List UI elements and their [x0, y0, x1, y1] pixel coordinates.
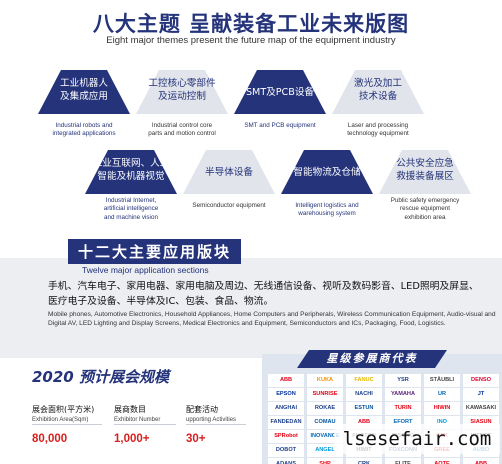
theme-title-en: Industrial Internet,artificial intellige… [103, 197, 159, 221]
exhibitor-logo: ANGHAI [268, 402, 304, 415]
page-subtitle: Eight major themes present the future ma… [106, 35, 396, 46]
exhibitor-logo: CRK [346, 458, 382, 464]
applications-text-cn: 手机、汽车电子、家用电器、家用电脑及周边、无线通信设备、视听及数码影音、LED照… [48, 281, 479, 307]
theme-title-cn: 智能物流及仓储 [293, 167, 361, 178]
exhibitor-logo: DENSO [463, 374, 499, 387]
exhibitor-logo: ABB [463, 458, 499, 464]
exhibitor-logo: EPSON [268, 388, 304, 401]
stat-divider [186, 424, 246, 425]
exhibitor-logo: UR [424, 388, 460, 401]
theme-hexagon-shape [234, 70, 326, 114]
stat-exhibitor-number: 展商数目 Exhibitor Number 1,000+ [114, 404, 204, 445]
theme-title-cn: SMT及PCB设备 [245, 87, 315, 98]
stat-divider [114, 424, 176, 425]
applications-title: 十二大主要应用版块 [68, 239, 242, 264]
theme-hexagon-shape [136, 70, 228, 114]
stat-value: 30+ [186, 433, 206, 445]
exhibitor-logo: KAWASAKI [463, 402, 499, 415]
stat-label-cn: 展商数目 [114, 405, 146, 414]
exhibitor-logo: SHP [307, 458, 343, 464]
theme-title-cn: 公共安全应急救援装备展区 [396, 158, 454, 182]
theme-title-cn: 半导体设备 [205, 167, 253, 178]
theme-title-cn: 工控核心零部件及运动控制 [148, 78, 216, 102]
applications-background [0, 258, 502, 358]
theme-title-cn: 工业互联网、人工智能及机器视觉 [92, 158, 170, 182]
theme-hexagon-shape [332, 70, 424, 114]
theme-card: 工业互联网、人工智能及机器视觉 Industrial Internet,artif… [85, 150, 177, 223]
theme-hexagon-shape [85, 150, 177, 194]
exhibitor-logo: ROKAE [307, 402, 343, 415]
theme-card: 半导体设备 Semiconductor equipment [183, 150, 275, 223]
stat-exhibition-area: 展会面积(平方米) Exhibition Area(Sqm) 80,000 [32, 404, 122, 445]
exhibitor-logo: STÄUBLI [424, 374, 460, 387]
theme-title-cn: 激光及加工技术设备 [354, 78, 402, 102]
stat-divider [32, 424, 102, 425]
exhibitor-logo: KUKA [307, 374, 343, 387]
exhibitor-logo: ESTUN [346, 402, 382, 415]
stat-label-en: Exhibition Area(Sqm) [32, 417, 89, 423]
theme-title-en: SMT and PCB equipment [244, 122, 316, 129]
exhibitor-logo: YAMAHA [385, 388, 421, 401]
stat-label-cn: 展会面积(平方米) [32, 405, 95, 414]
exhibitor-logo: NACHI [346, 388, 382, 401]
theme-hexagon-shape [183, 150, 275, 194]
exhibitor-logo: SUNRISE [307, 388, 343, 401]
exhibitor-logo: AOTE [424, 458, 460, 464]
exhibitor-logo: HIWIN [424, 402, 460, 415]
exhibitor-logo: YSR [385, 374, 421, 387]
theme-hexagon-shape [379, 150, 471, 194]
stat-label-en: Exhibitor Number [114, 417, 161, 423]
theme-card: SMT及PCB设备 SMT and PCB equipment [234, 70, 326, 143]
stat-value: 1,000+ [114, 433, 150, 445]
exhibitor-logo: DOBOT [268, 444, 304, 457]
stat-supporting-activities: 配套活动 upporting Activities 30+ [186, 404, 276, 445]
theme-hexagon-shape [281, 150, 373, 194]
exhibitor-logo: TURIN [385, 402, 421, 415]
scale-title: 2020 预计展会规模 [32, 368, 169, 386]
exhibitor-logo: FANDEDAN [268, 416, 304, 429]
theme-title-cn: 工业机器人及集成应用 [60, 78, 108, 102]
theme-hexagon-shape [38, 70, 130, 114]
exhibitor-logo: SPRobot [268, 430, 304, 443]
stat-value: 80,000 [32, 433, 68, 445]
exhibitor-logo: JT [463, 388, 499, 401]
watermark: lsesefair.com [334, 424, 500, 454]
page-title: 八大主题 呈献装备工业未来版图 [92, 12, 410, 36]
exhibitor-logo: ADANS [268, 458, 304, 464]
exhibitor-logo: FANUC [346, 374, 382, 387]
theme-title-en: Semiconductor equipment [192, 202, 266, 209]
exhibitors-title: 星级参展商代表 [297, 350, 447, 368]
exhibitor-logo: ABB [268, 374, 304, 387]
stat-label-en: upporting Activities [186, 417, 237, 423]
exhibitor-logo: ELITE [385, 458, 421, 464]
applications-text-en: Mobile phones, Automotive Electronics, H… [48, 311, 496, 327]
applications-subtitle: Twelve major application sections [82, 265, 209, 275]
stat-label-cn: 配套活动 [186, 405, 218, 414]
